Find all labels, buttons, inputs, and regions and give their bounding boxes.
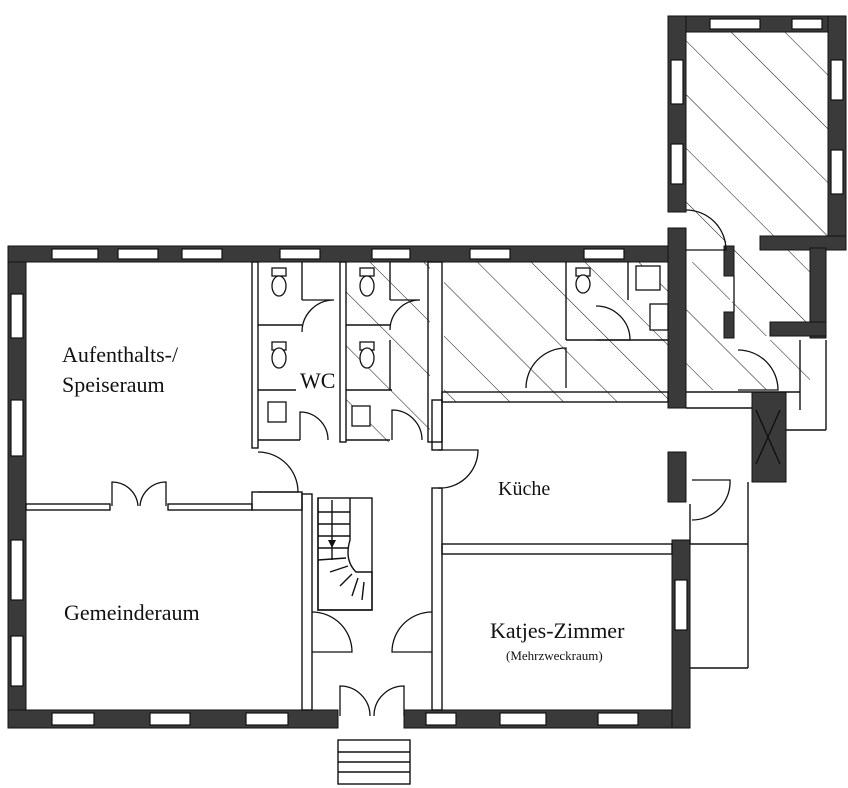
wall-ne-west [723, 245, 735, 277]
wall-east-mid [667, 451, 687, 503]
sink-icon [351, 405, 371, 427]
window [670, 59, 684, 105]
hatch-annex [686, 30, 828, 242]
hatch-corridor-right [444, 262, 810, 402]
door-between-rooms [111, 481, 139, 507]
wall-east-lower [671, 539, 691, 729]
toilet-icon [359, 275, 375, 297]
wc-right-wall [427, 261, 443, 443]
toilet-icon [271, 347, 287, 369]
window [117, 248, 159, 260]
label-kueche: Küche [498, 478, 550, 500]
door-link [737, 349, 779, 391]
wall-north [7, 245, 677, 263]
windows [10, 18, 844, 726]
toilet-icon [271, 275, 287, 297]
hatched-areas [346, 30, 828, 442]
window [51, 712, 95, 726]
toilet-icon [271, 267, 287, 277]
divider-left-rooms-2 [167, 503, 253, 511]
label-mehrzweckraum: (Mehrzweckraum) [506, 648, 603, 663]
window [709, 18, 761, 30]
sink-icon [635, 265, 661, 291]
stair-arrow-head [328, 540, 336, 548]
door-entrance [339, 685, 371, 717]
window [10, 635, 24, 687]
window [10, 293, 24, 339]
window [499, 712, 547, 726]
door-wc-stall [391, 409, 423, 441]
entrance-steps [337, 739, 411, 785]
wall-annex-south [759, 235, 847, 251]
sink-icon [649, 303, 669, 331]
door-between-rooms [139, 481, 167, 507]
window [425, 712, 457, 726]
door-kitchen [437, 449, 479, 489]
kitchen-west-wall-2 [431, 487, 443, 711]
fixture-cross [755, 409, 781, 465]
label-aufenthalt-line1: Aufenthalts-/ [62, 342, 179, 367]
window [830, 59, 844, 101]
staircase [317, 497, 373, 611]
window [10, 399, 24, 457]
wall-stair-box [751, 391, 787, 483]
window [371, 248, 411, 260]
gemeinderaum-east-wall [301, 493, 313, 711]
sink-icon [267, 401, 287, 423]
wc-mid-wall [339, 261, 347, 443]
window [149, 712, 191, 726]
wc-left-wall [251, 261, 259, 449]
door-entrance [373, 685, 405, 717]
window [245, 712, 289, 726]
door-katjes [391, 611, 433, 653]
divider-left-rooms-3 [251, 491, 303, 511]
stair-outline [317, 497, 373, 611]
kitchen-west-wall [431, 399, 443, 451]
window [469, 248, 511, 260]
window [10, 539, 24, 601]
door-wc-stall [389, 299, 421, 331]
wall-ne-east [809, 247, 827, 339]
stair-curve [317, 498, 373, 611]
hatch-storage [444, 262, 566, 388]
stair-treads [317, 511, 365, 601]
door-toilet-block [595, 305, 631, 341]
window [597, 712, 639, 726]
window [830, 149, 844, 195]
toilet-icon [575, 274, 591, 294]
window [583, 248, 625, 260]
door-storage [525, 347, 567, 389]
door-wc [299, 411, 329, 441]
wall-ne-west2 [723, 311, 735, 339]
interior-walls [25, 261, 827, 711]
wall-ne-south [769, 321, 827, 337]
window [791, 18, 823, 30]
window [181, 248, 223, 260]
window [670, 143, 684, 185]
toilet-icon [359, 267, 375, 277]
room-labels: Aufenthalts-/ Speiseraum WC Küche Gemein… [62, 342, 625, 663]
kitchen-north-wall [441, 391, 669, 403]
doors [111, 209, 779, 717]
label-katjes-zimmer: Katjes-Zimmer [490, 618, 625, 643]
window [674, 579, 688, 631]
label-gemeinderaum: Gemeinderaum [64, 600, 200, 625]
door-wc-stall [301, 299, 335, 333]
wall-annex-east [827, 15, 847, 243]
wall-corridor-east [667, 227, 687, 409]
door-annex [685, 209, 727, 251]
door-aufenthalt [257, 451, 299, 493]
label-wc: WC [300, 368, 335, 393]
divider-left-rooms [25, 503, 111, 511]
kitchen-south-wall [441, 543, 673, 555]
window [51, 248, 99, 260]
door-gemeinderaum [311, 611, 353, 653]
window [279, 248, 321, 260]
fixtures [267, 265, 781, 465]
toilet-icon [359, 347, 375, 369]
door-kitchen-east [691, 479, 731, 521]
label-aufenthalt-line2: Speiseraum [62, 372, 165, 397]
